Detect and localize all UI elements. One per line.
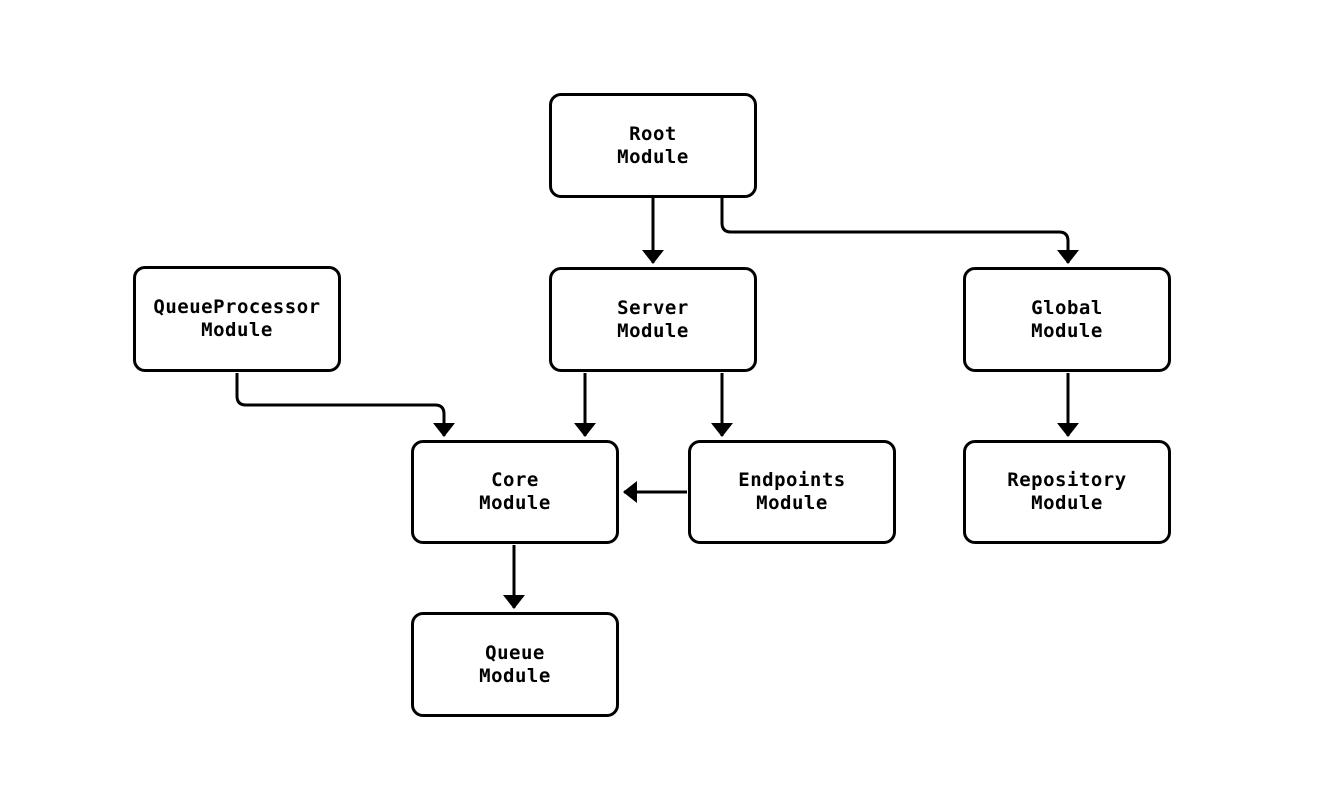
node-queue-module: Queue Module [411, 612, 619, 717]
edge-root-module-to-global-module [720, 198, 1079, 264]
node-label-queue-module: Queue Module [479, 641, 551, 687]
node-core-module: Core Module [411, 440, 619, 544]
edge-queueprocessor-module-to-core-module [235, 373, 455, 437]
node-label-root-module: Root Module [617, 122, 689, 168]
node-label-server-module: Server Module [617, 296, 689, 342]
node-endpoints-module: Endpoints Module [688, 440, 896, 544]
node-queueprocessor-module: QueueProcessor Module [133, 266, 341, 372]
node-root-module: Root Module [549, 93, 757, 198]
node-server-module: Server Module [549, 267, 757, 372]
node-global-module: Global Module [963, 267, 1171, 372]
node-label-core-module: Core Module [479, 469, 551, 514]
node-label-queueprocessor-module: QueueProcessor Module [153, 296, 321, 341]
node-label-endpoints-module: Endpoints Module [738, 469, 846, 514]
node-label-global-module: Global Module [1031, 296, 1103, 342]
node-repository-module: Repository Module [963, 440, 1171, 544]
node-label-repository-module: Repository Module [1007, 469, 1127, 514]
